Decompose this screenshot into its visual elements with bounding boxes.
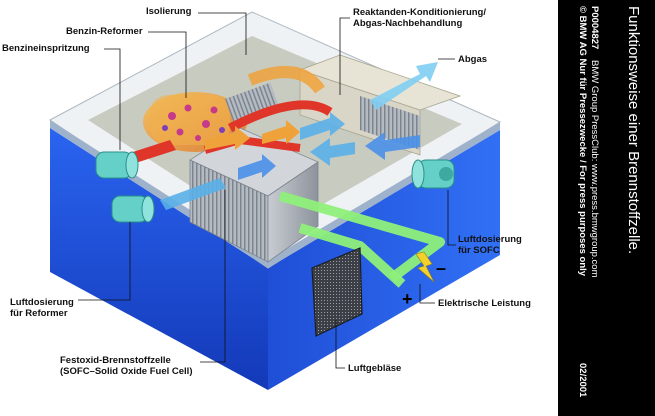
label-benzineinspritzung: Benzineinspritzung: [2, 43, 90, 54]
label-luftdosierung-reformer: Luftdosierung für Reformer: [10, 297, 74, 319]
leader-lines: [78, 12, 456, 369]
leader-luftdosierung-sofc: [447, 190, 456, 246]
label-luftdosierung-sofc-line2: für SOFC: [458, 245, 500, 256]
label-benzin-reformer: Benzin-Reformer: [66, 26, 143, 37]
abgas-exhaust-arrow: [370, 62, 438, 110]
reformate-flow-arrows: [205, 120, 300, 150]
sidebar-copyright: © BMW AG Nur für Pressezwecke / For pres…: [577, 6, 588, 277]
leader-benzineinspritzung: [104, 48, 121, 150]
sidebar-press-club: BMW Group PressClub: www.press.bmwgroup.…: [589, 60, 600, 278]
label-festoxid-line2: (SOFC–Solid Oxide Fuel Cell): [60, 366, 193, 377]
lightning-bolt-icon: [415, 251, 435, 283]
air-dosing-sofc: [411, 159, 455, 189]
label-festoxid-line1: Festoxid-Brennstoffzelle: [60, 355, 171, 366]
label-reaktanden-line2: Abgas-Nachbehandlung: [353, 18, 463, 29]
minus-terminal: –: [436, 258, 446, 278]
label-reaktanden-line1: Reaktanden-Konditionierung/: [353, 7, 486, 18]
plus-terminal: +: [402, 289, 413, 309]
air-dosing-reformer: [95, 151, 155, 223]
air-blower-grill: [311, 247, 363, 337]
label-luftgeblaese: Luftgebläse: [348, 363, 402, 374]
label-luftdosierung-reformer-line1: Luftdosierung: [10, 297, 74, 308]
housing-left-face: [50, 128, 268, 390]
electric-power-lines: [278, 191, 445, 288]
leader-elektrische-leistung: [419, 284, 435, 304]
caption-sidebar: [558, 0, 655, 416]
sidebar-title: Funktionsweise einer Brennstoffzelle.: [625, 6, 642, 255]
sidebar-photo-code: P0004827: [589, 6, 600, 50]
label-elektrische-leistung: Elektrische Leistung: [438, 298, 531, 309]
label-reaktanden-konditionierung: Reaktanden-Konditionierung/ Abgas-Nachbe…: [353, 7, 486, 29]
label-luftdosierung-sofc-line1: Luftdosierung: [458, 234, 522, 245]
label-abgas: Abgas: [458, 54, 488, 65]
sidebar-date: 02/2001: [577, 363, 588, 398]
leader-isolierung: [198, 12, 247, 55]
leader-festoxid: [200, 190, 226, 363]
label-luftdosierung-reformer-line2: für Reformer: [10, 308, 68, 319]
leader-reaktanden: [339, 17, 350, 95]
leader-luftgeblaese: [335, 320, 345, 369]
label-luftdosierung-sofc: Luftdosierung für SOFC: [458, 234, 522, 256]
label-isolierung: Isolierung: [146, 6, 192, 17]
label-festoxid-brennstoffzelle: Festoxid-Brennstoffzelle (SOFC–Solid Oxi…: [60, 355, 193, 377]
leader-benzin-reformer: [148, 31, 187, 98]
leader-luftdosierung-reformer: [78, 222, 131, 301]
air-flow-arrows: [160, 112, 420, 210]
